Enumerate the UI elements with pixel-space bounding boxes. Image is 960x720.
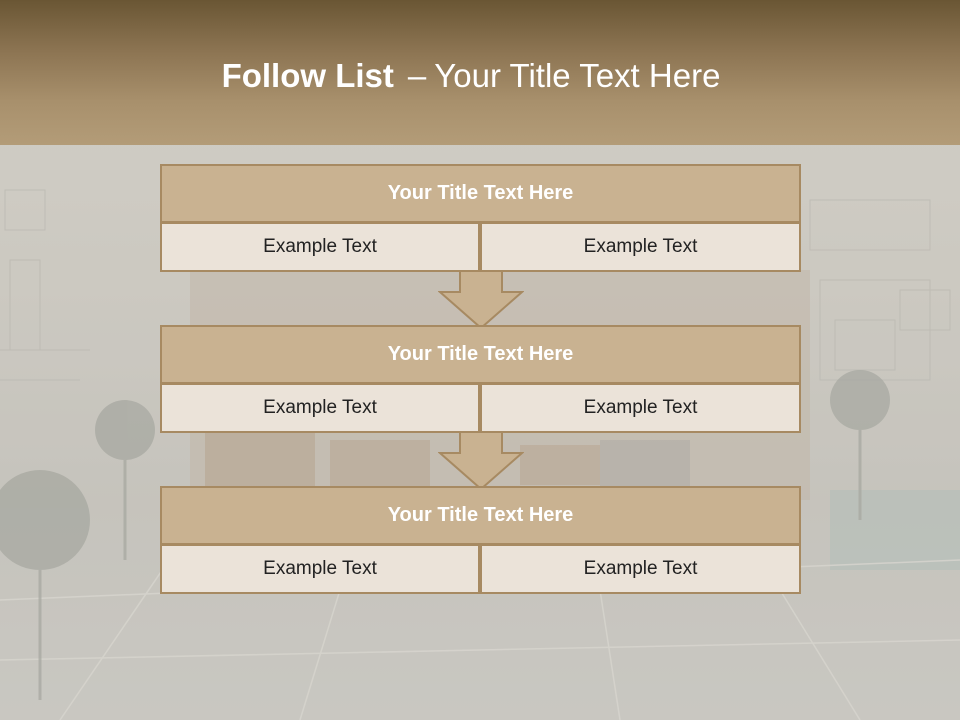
step-title: Your Title Text Here [160,325,801,384]
slide-title-rest: Your Title Text Here [434,57,721,94]
slide-title-bold: Follow List [221,57,394,94]
step-right-text: Example Text [480,544,801,594]
step-left-text: Example Text [160,222,480,272]
step-right-text: Example Text [480,383,801,433]
step-title: Your Title Text Here [160,164,801,223]
header-band: Follow List–Your Title Text Here [0,0,960,145]
step-left-text: Example Text [160,544,480,594]
down-arrow-icon [438,431,524,491]
down-arrow-icon [438,270,524,330]
step-title: Your Title Text Here [160,486,801,545]
step-left-text: Example Text [160,383,480,433]
step-right-text: Example Text [480,222,801,272]
slide-title: Follow List–Your Title Text Here [0,56,942,96]
slide-title-dash: – [407,57,427,94]
